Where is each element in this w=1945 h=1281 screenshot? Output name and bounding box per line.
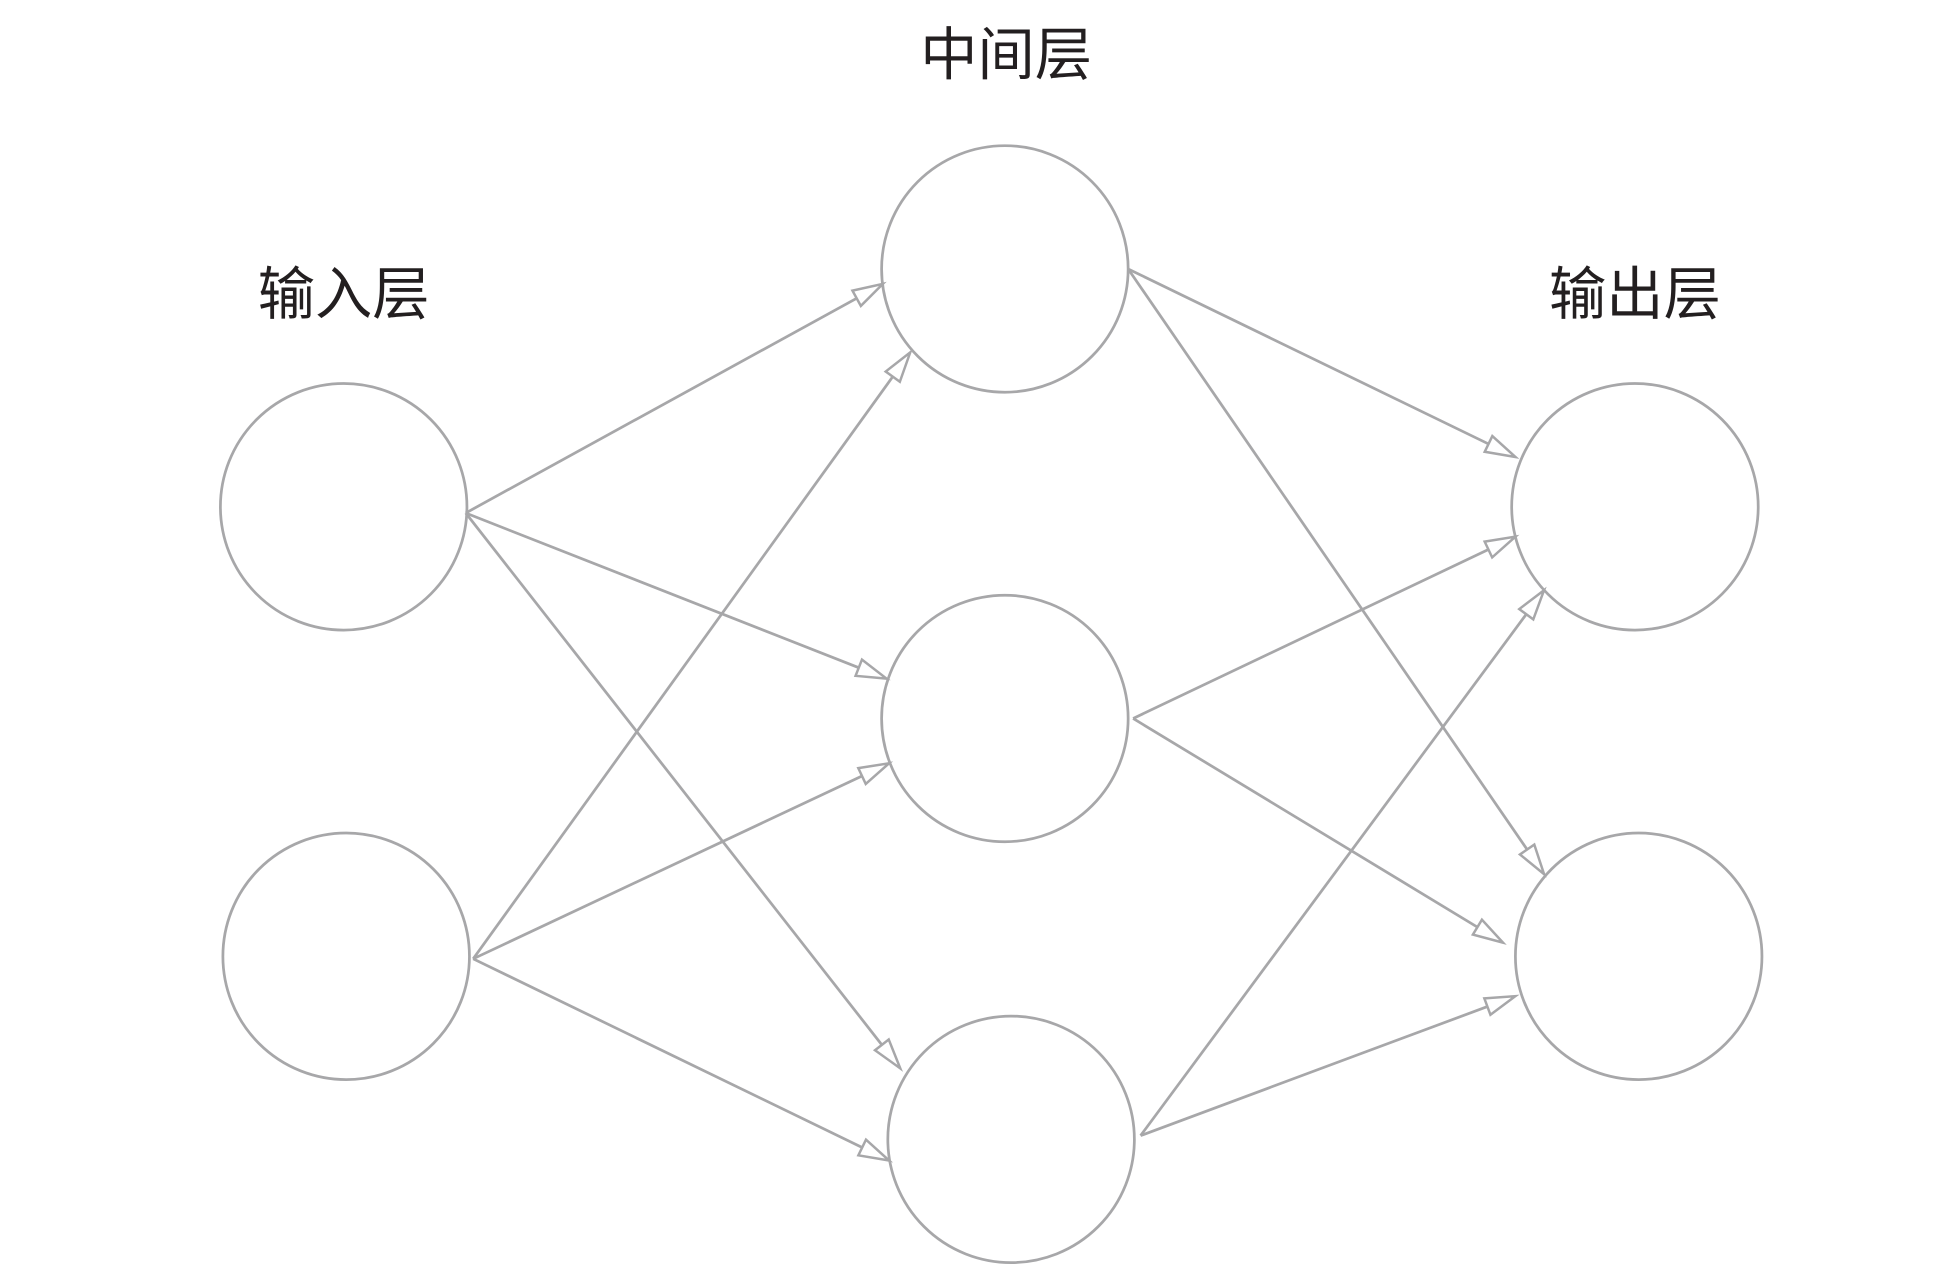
connection-input-2-to-hidden-3 (472, 957, 863, 1149)
connection-input-2-to-hidden-1 (472, 375, 894, 960)
connection-hidden-1-to-output-2 (1127, 268, 1529, 851)
input-node-1 (219, 382, 469, 632)
arrowhead (853, 657, 891, 681)
hidden-layer-label: 中间层 (920, 22, 1092, 89)
arrowhead (1482, 534, 1520, 560)
arrowhead (856, 761, 894, 786)
arrowhead (1482, 994, 1520, 1017)
output-node-2 (1514, 831, 1764, 1081)
input-node-2 (221, 831, 471, 1081)
output-layer-label: 输出层 (1549, 261, 1721, 328)
connection-input-1-to-hidden-2 (465, 511, 860, 669)
connection-hidden-2-to-output-1 (1132, 548, 1490, 720)
arrowhead (850, 281, 887, 308)
arrowhead (883, 348, 913, 384)
arrowhead (1517, 842, 1547, 878)
arrowhead (1482, 434, 1520, 459)
connection-hidden-3-to-output-2 (1140, 1005, 1488, 1137)
connections (464, 267, 1547, 1163)
input-layer-label: 输入层 (258, 261, 430, 328)
arrowhead (872, 1037, 904, 1072)
connection-input-1-to-hidden-1 (465, 297, 858, 515)
hidden-node-1 (880, 144, 1130, 394)
hidden-node-2 (880, 593, 1130, 844)
connection-hidden-1-to-output-1 (1127, 267, 1490, 446)
hidden-node-3 (886, 1014, 1136, 1265)
nodes (219, 144, 1764, 1265)
connection-hidden-2-to-output-2 (1132, 717, 1479, 929)
arrowhead (1470, 917, 1507, 945)
arrowhead (1517, 586, 1547, 622)
arrowhead (856, 1137, 894, 1163)
output-node-1 (1510, 382, 1760, 632)
connection-hidden-3-to-output-1 (1139, 613, 1528, 1137)
connection-input-1-to-hidden-3 (464, 512, 883, 1046)
connection-input-2-to-hidden-2 (472, 774, 863, 961)
